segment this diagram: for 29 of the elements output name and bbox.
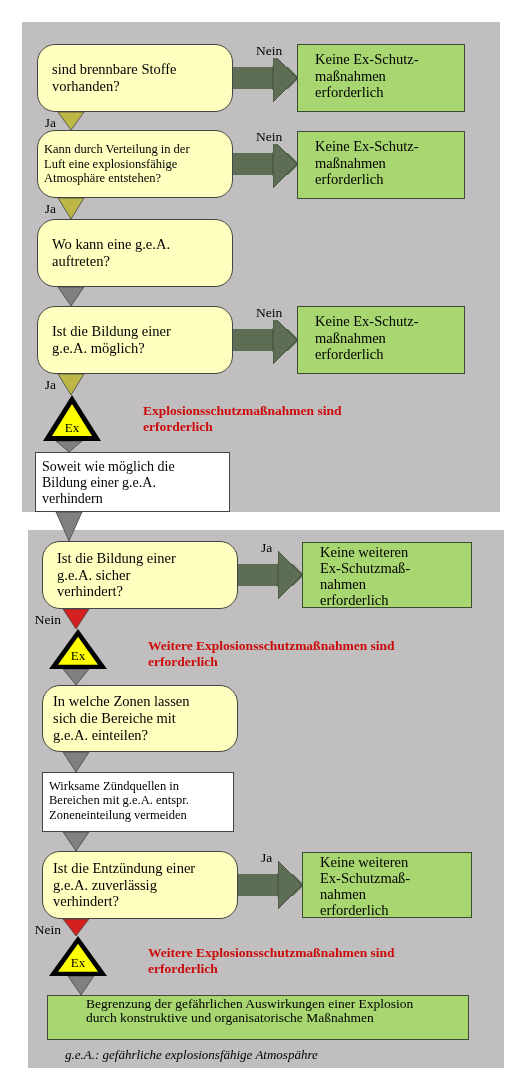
ex-warning-sign: Ex <box>49 936 107 976</box>
edge-label: Nein <box>255 44 284 58</box>
edge-label: Nein <box>255 130 284 144</box>
result-box: Begrenzung der gefährlichen Auswirkungen einer Explosion durch konstruktive und organisatorische Maßnahmen <box>47 995 469 1040</box>
decision-box: Kann durch Verteilung in der Luft eine explosionsfähige Atmosphäre entstehen? <box>37 130 233 198</box>
edge-label: Nein <box>255 306 284 320</box>
result-box: Keine Ex-Schutz- maßnahmen erforderlich <box>297 44 465 112</box>
edge-label: Nein <box>33 613 62 627</box>
result-box: Keine Ex-Schutz- maßnahmen erforderlich <box>297 306 465 374</box>
result-box: Keine Ex-Schutz- maßnahmen erforderlich <box>297 131 465 199</box>
warning-text: Weitere Explosionsschutzmaßnahmen sind erforderlich <box>148 638 396 670</box>
decision-box: Ist die Entzündung einer g.e.A. zuverlässig verhindert? <box>42 851 238 919</box>
process-box: Wirksame Zündquellen in Bereichen mit g.e.A. entspr. Zoneneinteilung vermeiden <box>42 772 234 832</box>
decision-box: Ist die Bildung einer g.e.A. möglich? <box>37 306 233 374</box>
result-box: Keine weiteren Ex-Schutzmaß- nahmen erforderlich <box>302 852 472 918</box>
caption: g.e.A.: gefährliche explosionsfähige Atmospähre <box>65 1047 318 1063</box>
edge-label: Nein <box>33 923 62 937</box>
decision-box: sind brennbare Stoffe vorhanden? <box>37 44 233 112</box>
ex-warning-sign: Ex <box>43 395 101 441</box>
decision-box: In welche Zonen lassen sich die Bereiche mit g.e.A. einteilen? <box>42 685 238 752</box>
result-box: Keine weiteren Ex-Schutzmaß- nahmen erforderlich <box>302 542 472 608</box>
ex-warning-sign: Ex <box>49 629 107 669</box>
decision-box: Ist die Bildung einer g.e.A. sicher verhindert? <box>42 541 238 609</box>
edge-label: Ja <box>260 851 274 865</box>
warning-text: Explosionsschutzmaßnahmen sind erforderlich <box>143 403 343 435</box>
warning-text: Weitere Explosionsschutzmaßnahmen sind erforderlich <box>148 945 396 977</box>
decision-box: Wo kann eine g.e.A. auftreten? <box>37 219 233 287</box>
edge-label: Ja <box>260 541 274 555</box>
process-box: Soweit wie möglich die Bildung einer g.e.A. verhindern <box>35 452 230 512</box>
